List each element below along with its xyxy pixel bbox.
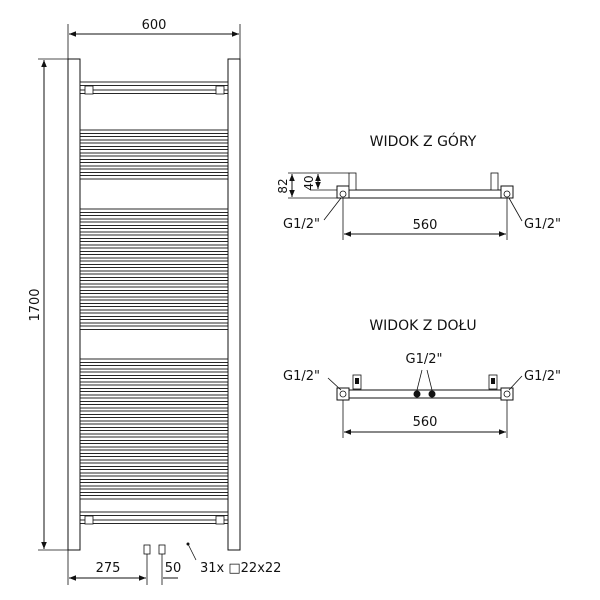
bottom-conn-right-label: G1/2" xyxy=(524,369,561,384)
crossbar-15 xyxy=(79,234,229,239)
crossbar-1 xyxy=(79,81,229,86)
depth-total-label: 82 xyxy=(276,178,290,193)
crossbar-23 xyxy=(79,286,229,291)
crossbar-40 xyxy=(79,423,229,428)
crossbar-45 xyxy=(79,456,229,461)
crossbar-19 xyxy=(79,260,229,265)
crossbar-31 xyxy=(79,365,229,370)
depth-inner-label: 40 xyxy=(302,175,316,190)
crossbar-42 xyxy=(79,436,229,441)
crossbar-18 xyxy=(79,254,229,259)
crossbar-27 xyxy=(79,312,229,317)
top-view: WIDOK Z GÓRY 82 40 G1/2" G1/2" 560 xyxy=(276,132,561,240)
crossbar-41 xyxy=(79,430,229,435)
front-view: 600 1700 275 50 31x □22x22 xyxy=(28,18,281,585)
crossbar-10 xyxy=(79,175,229,180)
crossbar-12 xyxy=(79,215,229,220)
crossbar-21 xyxy=(79,273,229,278)
crossbar-13 xyxy=(79,221,229,226)
bottom-spacing-label: 560 xyxy=(413,415,438,430)
top-conn-left-label: G1/2" xyxy=(283,217,320,232)
crossbar-7 xyxy=(79,155,229,160)
crossbar-28 xyxy=(79,319,229,324)
bottom-view-body xyxy=(336,389,514,399)
bracket-bottom-right xyxy=(215,515,225,525)
crossbar-4 xyxy=(79,136,229,141)
valve-right xyxy=(158,544,166,585)
top-spacing-label: 560 xyxy=(413,218,438,233)
width-label: 600 xyxy=(142,18,167,33)
crossbar-14 xyxy=(79,228,229,233)
crossbar-17 xyxy=(79,247,229,252)
crossbar-37 xyxy=(79,404,229,409)
crossbar-51 xyxy=(79,495,229,500)
bracket-top-left xyxy=(84,85,94,95)
crossbar-30 xyxy=(79,358,229,363)
crossbar-5 xyxy=(79,142,229,147)
bars-label: 31x □22x22 xyxy=(200,561,281,576)
right-rail xyxy=(227,58,241,551)
crossbar-2 xyxy=(79,89,229,94)
crossbar-44 xyxy=(79,449,229,454)
crossbar-26 xyxy=(79,306,229,311)
crossbar-11 xyxy=(79,208,229,213)
crossbar-33 xyxy=(79,378,229,383)
crossbar-8 xyxy=(79,162,229,167)
bracket-top-right xyxy=(215,85,225,95)
crossbar-20 xyxy=(79,267,229,272)
crossbar-29 xyxy=(79,325,229,330)
crossbar-16 xyxy=(79,241,229,246)
crossbar-38 xyxy=(79,410,229,415)
crossbar-39 xyxy=(79,417,229,422)
crossbar-52 xyxy=(79,511,229,516)
crossbars xyxy=(79,81,229,524)
crossbar-22 xyxy=(79,280,229,285)
crossbar-53 xyxy=(79,519,229,524)
crossbar-9 xyxy=(79,168,229,173)
crossbar-34 xyxy=(79,384,229,389)
crossbar-32 xyxy=(79,371,229,376)
bottom-view-title: WIDOK Z DOŁU xyxy=(369,318,476,334)
top-view-title: WIDOK Z GÓRY xyxy=(370,132,477,150)
bottom-view: WIDOK Z DOŁU G1/2" G1/2" G1/2" 560 xyxy=(283,318,561,438)
offset-label: 275 xyxy=(96,561,121,576)
top-view-body xyxy=(336,189,514,199)
crossbar-6 xyxy=(79,149,229,154)
crossbar-36 xyxy=(79,397,229,402)
valve-left xyxy=(143,544,151,585)
crossbar-24 xyxy=(79,293,229,298)
height-label: 1700 xyxy=(28,288,43,321)
bottom-conn-left-label: G1/2" xyxy=(283,369,320,384)
crossbar-46 xyxy=(79,462,229,467)
crossbar-25 xyxy=(79,299,229,304)
bracket-bottom-left xyxy=(84,515,94,525)
crossbar-43 xyxy=(79,443,229,448)
left-rail xyxy=(67,58,81,551)
top-conn-right-label: G1/2" xyxy=(524,217,561,232)
crossbar-48 xyxy=(79,475,229,480)
bottom-conn-center-label: G1/2" xyxy=(406,352,443,367)
crossbar-47 xyxy=(79,469,229,474)
crossbar-50 xyxy=(79,488,229,493)
crossbar-3 xyxy=(79,129,229,134)
crossbar-49 xyxy=(79,482,229,487)
crossbar-35 xyxy=(79,391,229,396)
spacing-label: 50 xyxy=(165,561,182,576)
